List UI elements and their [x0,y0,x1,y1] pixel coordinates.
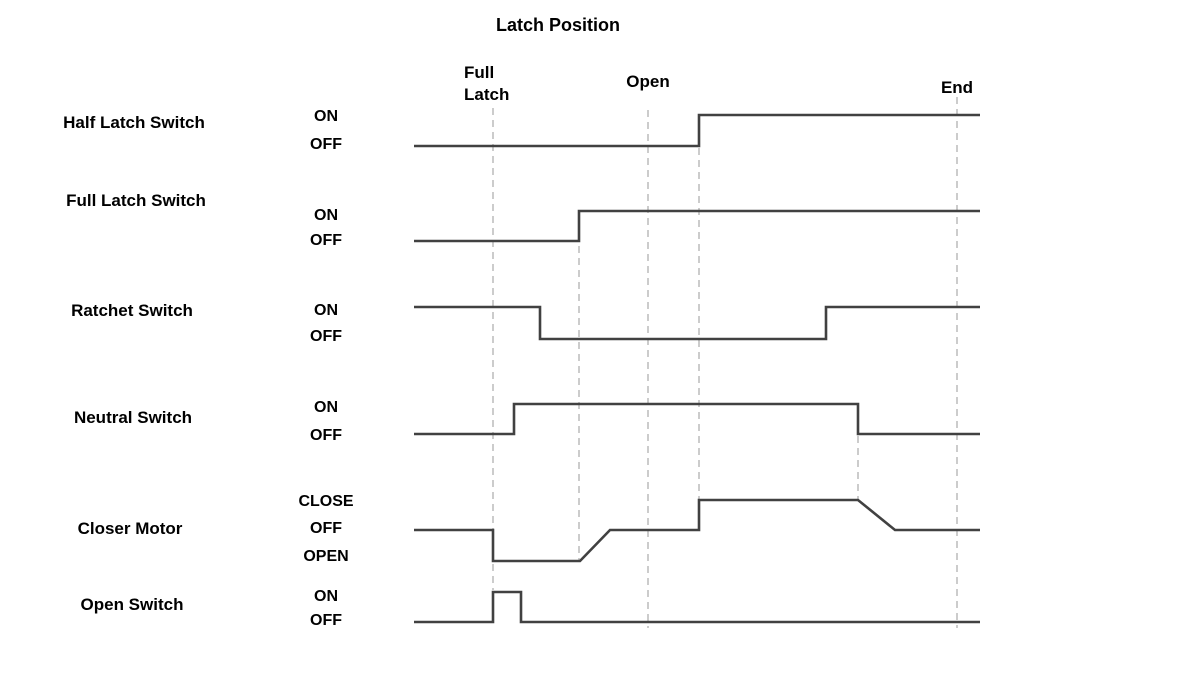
level-label-neutral-switch-on: ON [314,399,338,416]
diagram-title: Latch Position [496,15,621,35]
waveform-neutral-switch [414,402,980,436]
position-marker-text: Full [464,63,495,82]
level-label-half-latch-switch-off: OFF [310,136,342,153]
row-name-neutral-switch: Neutral Switch [73,408,193,427]
position-marker-open: Open [626,71,669,93]
position-marker-text: Latch [464,85,510,104]
level-label-ratchet-switch-off: OFF [310,328,342,345]
waveform-ratchet-switch [414,305,980,341]
level-label-closer-motor-off: OFF [310,520,342,537]
position-marker-text: Open [626,72,670,91]
waveform-open-switch [414,590,980,624]
row-name-full-latch-switch: Full Latch Switch [66,191,206,210]
level-label-closer-motor-open: OPEN [303,548,349,565]
waveform-half-latch-switch [414,113,980,148]
level-label-full-latch-switch-off: OFF [310,232,342,249]
level-label-ratchet-switch-on: ON [314,302,338,319]
level-label-open-switch-off: OFF [310,612,342,629]
level-label-open-switch-on: ON [314,588,338,605]
row-name-closer-motor: Closer Motor [77,519,183,538]
position-marker-text: End [940,78,974,97]
level-label-full-latch-switch-on: ON [314,207,338,224]
row-name-ratchet-switch: Ratchet Switch [71,301,193,320]
level-label-half-latch-switch-on: ON [314,108,338,125]
waveform-closer-motor [414,498,980,563]
row-name-half-latch-switch: Half Latch Switch [63,113,205,132]
waveform-full-latch-switch [414,209,980,243]
level-label-closer-motor-close: CLOSE [298,493,354,510]
position-marker-end: End [941,77,973,99]
level-label-neutral-switch-off: OFF [310,427,342,444]
row-name-open-switch: Open Switch [80,595,184,614]
